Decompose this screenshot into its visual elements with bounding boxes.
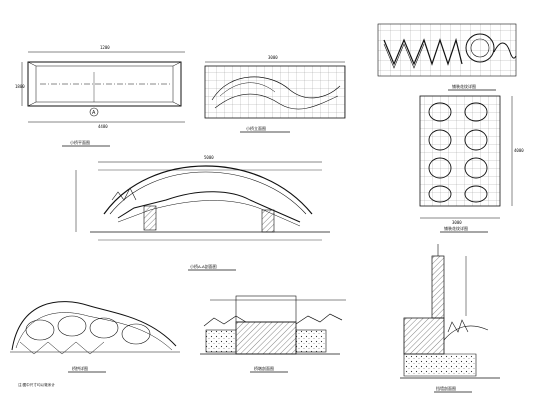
pattern-grid-panel: 4000 3000 铺装花纹详图 — [419, 95, 524, 233]
plan-dim-side: 1800 — [15, 84, 25, 89]
grid-dim-side: 4000 — [514, 148, 524, 153]
section-title: 小桥A-A剖面图 — [190, 263, 217, 269]
pattern-title: 铺装花纹详图 — [452, 83, 476, 89]
arch-detail-panel: 桥拱详图 注:图中尺寸均以毫米计 — [10, 301, 180, 387]
arch-title: 桥拱详图 — [72, 365, 88, 371]
retaining-panel: 挡墙剖面图 — [400, 244, 500, 393]
pier-title: 桥墩剖面图 — [254, 365, 274, 371]
section-dim-top: 5000 — [204, 155, 214, 160]
footnote: 注:图中尺寸均以毫米计 — [18, 382, 55, 387]
elev-title: 小桥立面图 — [246, 125, 266, 131]
pier-section-panel: 桥墩剖面图 — [200, 295, 346, 373]
retaining-title: 挡墙剖面图 — [436, 385, 456, 391]
plan-dim-top: 1200 — [100, 45, 110, 50]
plan-section-marker: A — [92, 110, 96, 116]
pattern-detail-panel: 铺装花纹详图 — [377, 23, 517, 91]
wall-elevation-panel: 3000 小桥立面图 — [204, 55, 346, 133]
grid-title: 铺装花纹详图 — [444, 225, 468, 231]
bridge-section-panel: 5000 小桥A-A剖面图 — [75, 155, 330, 271]
elev-dim-top: 3000 — [268, 55, 278, 60]
grid-dim-bottom: 3000 — [452, 220, 462, 225]
plan-title: 小桥平面图 — [70, 139, 90, 145]
bridge-plan-panel: 1200 1800 4480 A 小桥平面图 — [15, 45, 185, 147]
plan-dim-bottom: 4480 — [98, 124, 108, 129]
